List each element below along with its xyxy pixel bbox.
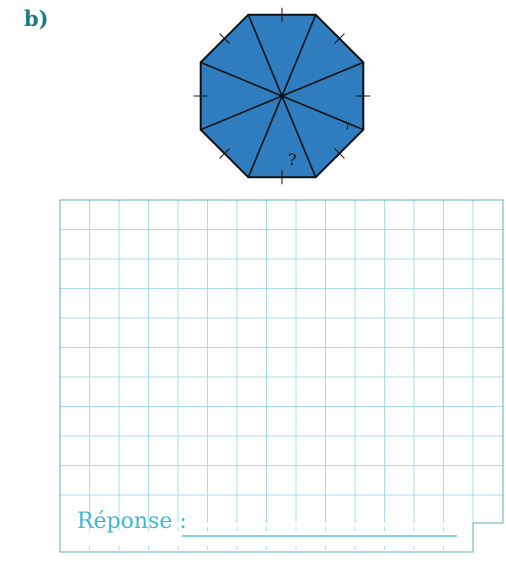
octagon-group	[193, 7, 371, 185]
exercise-label: b)	[24, 6, 49, 31]
octagon-spoke	[281, 95, 364, 131]
octagon-spoke	[200, 61, 283, 97]
octagon-spoke	[281, 95, 317, 178]
octagon-spoke	[281, 61, 364, 97]
octagon-spoke	[200, 95, 283, 131]
grid-lines	[60, 200, 503, 550]
grid-border	[59, 199, 504, 553]
equal-side-tick	[219, 148, 230, 159]
equal-side-tick	[334, 148, 345, 159]
angle-arc	[346, 123, 349, 130]
equal-side-tick	[334, 33, 345, 44]
octagon-spoke	[281, 14, 317, 97]
octagon-spoke	[247, 95, 283, 178]
equal-side-tick	[219, 33, 230, 44]
answer-label: Réponse :	[77, 509, 187, 534]
angle-question-mark: ?	[288, 150, 297, 169]
octagon-spoke	[247, 14, 283, 97]
octagon-figure: ?	[193, 7, 371, 185]
